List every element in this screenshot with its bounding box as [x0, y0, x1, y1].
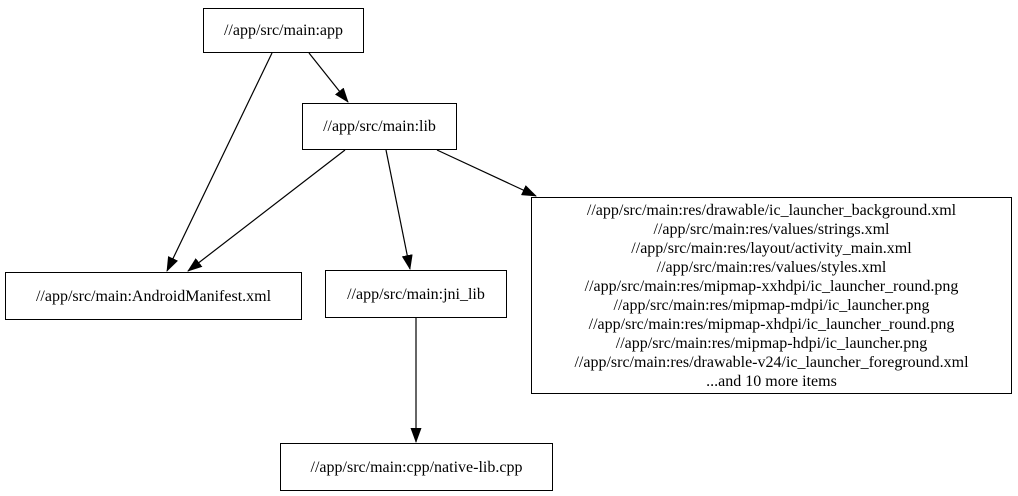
edge-app-to-lib	[308, 52, 349, 103]
node-res-files: //app/src/main:res/drawable/ic_launcher_…	[531, 197, 1012, 394]
res-file-line: //app/src/main:res/values/styles.xml	[656, 258, 887, 276]
node-jni-lib: //app/src/main:jni_lib	[325, 270, 507, 318]
res-file-line: //app/src/main:res/drawable/ic_launcher_…	[586, 201, 957, 219]
node-app: //app/src/main:app	[203, 8, 364, 53]
res-file-line: //app/src/main:res/mipmap-mdpi/ic_launch…	[613, 296, 930, 314]
res-file-line: //app/src/main:res/mipmap-xhdpi/ic_launc…	[588, 315, 955, 333]
res-file-line: //app/src/main:res/layout/activity_main.…	[631, 239, 912, 257]
node-app-label: //app/src/main:app	[223, 22, 344, 39]
edge-app-to-manifest	[166, 52, 273, 272]
edge-lib-to-res	[436, 149, 537, 197]
res-file-line: //app/src/main:res/drawable-v24/ic_launc…	[574, 353, 969, 371]
node-native-lib-cpp-label: //app/src/main:cpp/native-lib.cpp	[310, 458, 523, 476]
node-lib-label: //app/src/main:lib	[323, 118, 436, 135]
edge-lib-to-manifest	[187, 149, 346, 272]
res-file-line: //app/src/main:res/mipmap-hdpi/ic_launch…	[615, 334, 928, 352]
res-file-line: //app/src/main:res/mipmap-xxhdpi/ic_laun…	[584, 277, 959, 295]
node-native-lib-cpp: //app/src/main:cpp/native-lib.cpp	[280, 443, 553, 491]
node-android-manifest-label: //app/src/main:AndroidManifest.xml	[35, 287, 272, 305]
res-file-line: //app/src/main:res/values/strings.xml	[653, 220, 890, 238]
node-jni-lib-label: //app/src/main:jni_lib	[347, 285, 485, 303]
res-more-items-line: ...and 10 more items	[706, 372, 837, 390]
node-android-manifest: //app/src/main:AndroidManifest.xml	[5, 272, 302, 320]
node-lib: //app/src/main:lib	[302, 103, 457, 150]
edge-lib-to-jni-lib	[385, 149, 413, 270]
